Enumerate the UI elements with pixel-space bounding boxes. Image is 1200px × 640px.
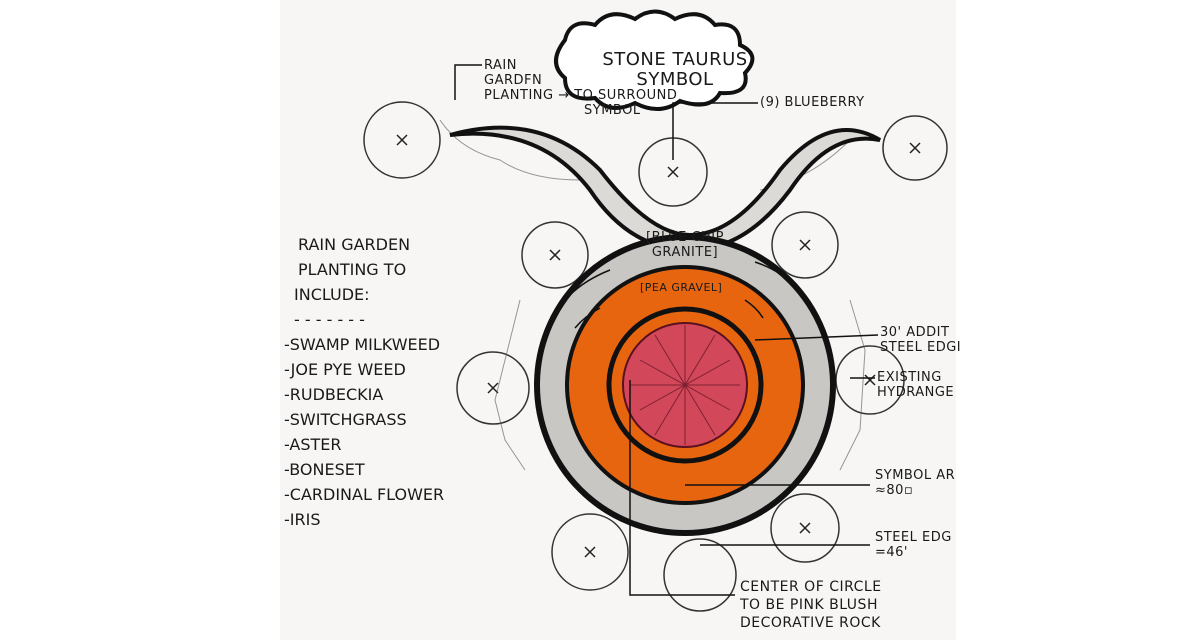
symbol-area-label: Symbol Ar ≈80▫ — [875, 468, 955, 498]
label-line: Granite] — [651, 245, 719, 260]
title-line: Stone Taurus — [602, 49, 748, 70]
label-line: Existing — [877, 370, 942, 385]
blueberry-label: (9) Blueberry — [760, 95, 865, 110]
list-item: -Swamp Milkweed — [284, 335, 441, 354]
title-cloud — [554, 9, 755, 111]
shrub-circles — [363, 101, 948, 612]
list-heading: Include: — [294, 285, 370, 304]
rock-hatch — [630, 325, 740, 445]
list-heading: Rain Garden — [298, 235, 411, 254]
list-item: -Rudbeckia — [284, 385, 384, 404]
taurus-horns — [449, 125, 882, 253]
list-item: -Switchgrass — [284, 410, 407, 429]
list-item: -Cardinal Flower — [284, 485, 445, 504]
rain-garden-planting — [439, 119, 866, 471]
label-line: =46' — [875, 545, 909, 560]
hydrangea-label: Existing Hydrange — [877, 370, 954, 400]
label-line: Center of Circle — [740, 579, 882, 595]
arrows — [569, 261, 781, 329]
list-item: -Boneset — [284, 460, 365, 479]
label-line: Decorative Rock — [740, 615, 881, 631]
list-item: -Iris — [284, 510, 321, 529]
list-item: -Joe Pye Weed — [284, 360, 406, 379]
pea-gravel-label: [Pea Gravel] — [640, 281, 723, 294]
label-line: Rain — [484, 58, 517, 73]
planting-list: Rain Garden Planting To Include: - - - -… — [284, 232, 444, 532]
blue-chip-label: [Blue Chip Granite] — [630, 230, 740, 260]
shrub-circle — [363, 101, 441, 179]
label-line: Symbol — [584, 103, 641, 118]
label-line: → To Surround — [558, 88, 678, 103]
label-line: Steel Edgi — [880, 340, 962, 355]
label-line: Gardfn — [484, 73, 543, 88]
title-line: Symbol — [636, 69, 714, 90]
label-line: Hydrange — [877, 385, 955, 400]
label-line: Planting — [484, 88, 554, 103]
label-line: 30' Addit — [880, 325, 950, 340]
additional-steel-edging-label: 30' Addit Steel Edgi — [880, 325, 961, 355]
rain-garden-label: Rain Gardfn Planting → To Surround Symbo… — [484, 58, 677, 118]
label-line: Symbol Ar — [875, 468, 956, 483]
list-divider: - - - - - - - — [294, 310, 365, 329]
leader-lines — [454, 64, 879, 596]
title-label: Stone Taurus Symbol — [600, 50, 750, 90]
center-rock-label: Center of Circle To Be Pink Blush Decora… — [740, 578, 882, 632]
label-line: [Blue Chip — [646, 230, 724, 245]
label-line: Steel Edg — [875, 530, 952, 545]
list-heading: Planting To — [298, 260, 407, 279]
label-line: ≈80▫ — [875, 483, 914, 498]
label-line: To Be Pink Blush — [740, 597, 878, 613]
steel-edging-label: Steel Edg =46' — [875, 530, 952, 560]
list-item: -Aster — [284, 435, 342, 454]
shrub-x-marks — [396, 134, 921, 558]
